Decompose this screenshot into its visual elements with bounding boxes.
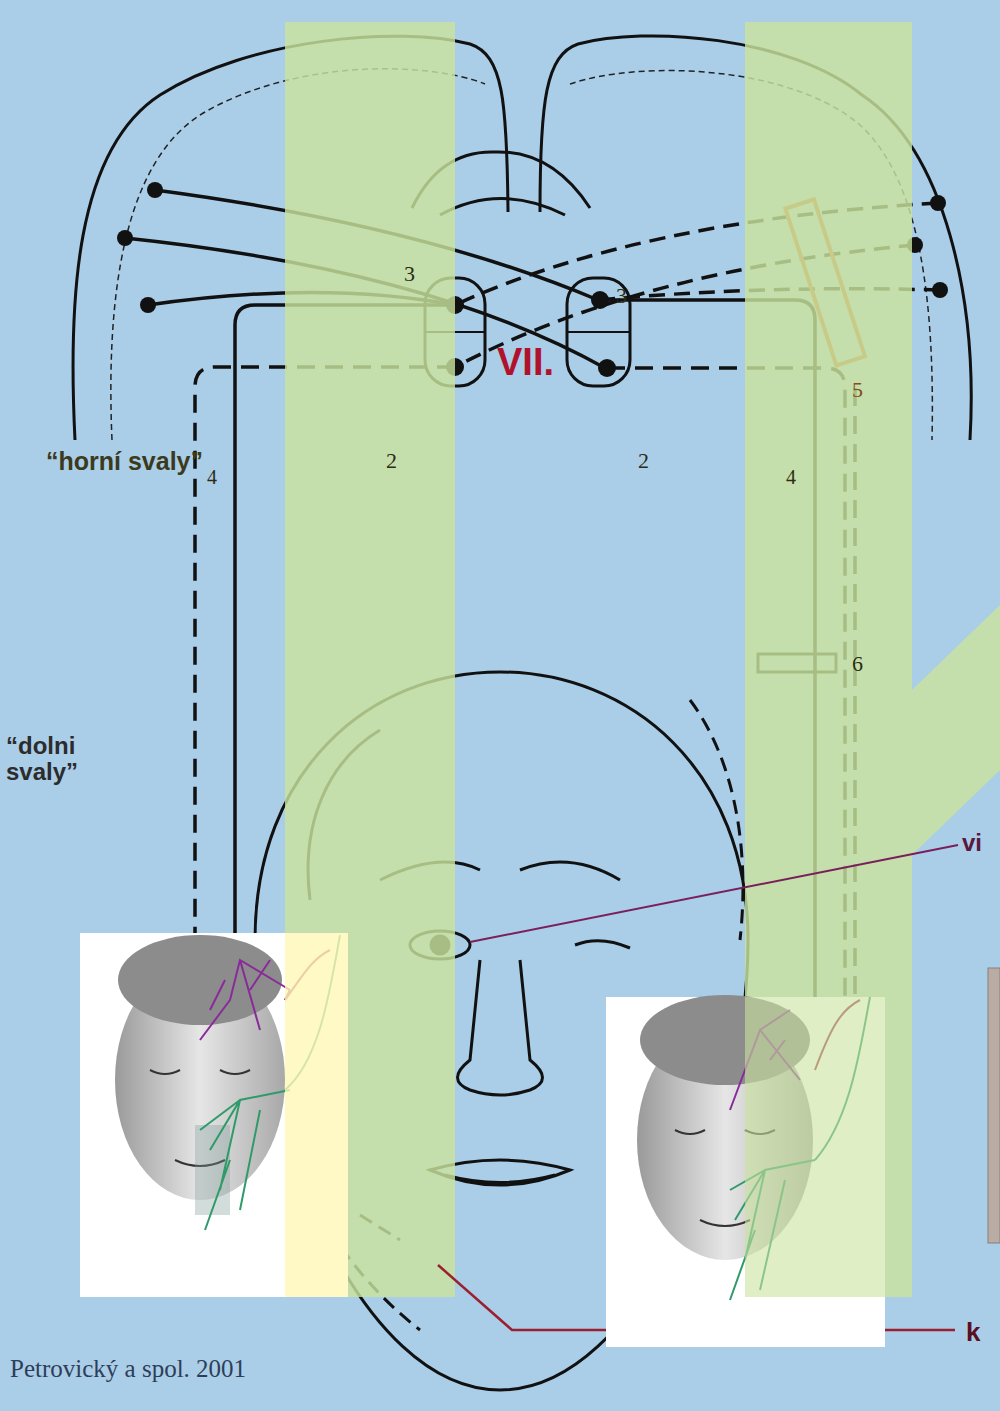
muscle-group-label: “dolni svaly”: [6, 733, 126, 786]
citation: Petrovický a spol. 2001: [10, 1355, 246, 1383]
callout-number: 3: [616, 284, 627, 308]
callout-number: 2: [386, 449, 397, 473]
highlight-band: [285, 22, 1000, 1297]
callout-number: 3: [404, 262, 415, 286]
pointer-label: vi: [962, 830, 982, 856]
callout-number: 4: [207, 466, 217, 488]
callout-number: 6: [852, 652, 863, 676]
callout-number: 5: [852, 378, 863, 402]
callout-number: 4: [786, 466, 796, 488]
leader-line: [470, 845, 958, 942]
face-inset: [80, 933, 348, 1297]
pointer-label: k: [966, 1318, 980, 1347]
facial-nucleus: [425, 278, 630, 386]
callout-number: 2: [638, 449, 649, 473]
face-inset: [606, 995, 885, 1347]
photo-edge: [988, 968, 1000, 1243]
muscle-group-label: “horní svaly”: [46, 448, 203, 476]
nerve-label: VII.: [497, 342, 554, 384]
